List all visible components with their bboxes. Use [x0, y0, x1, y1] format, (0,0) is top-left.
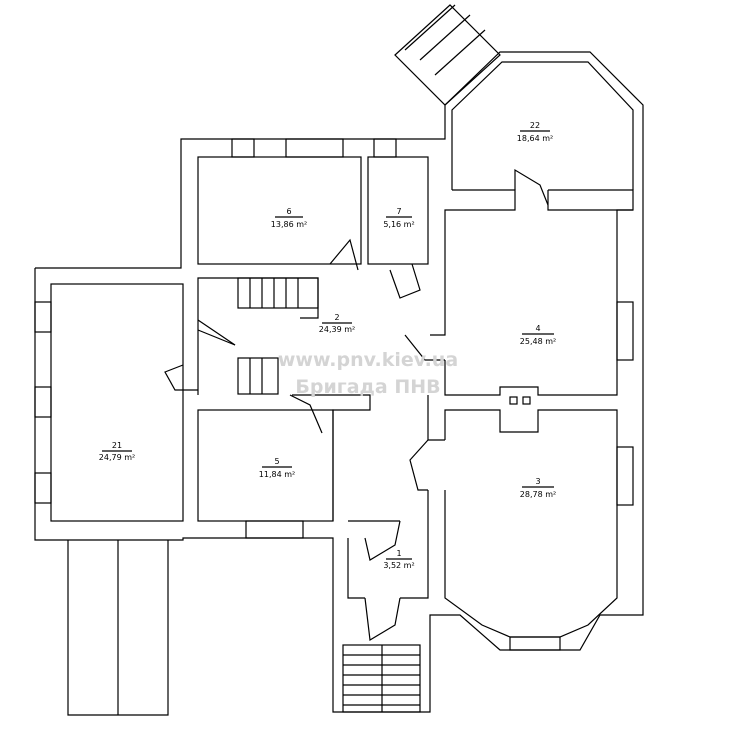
interior-stairs: [197, 277, 319, 395]
outdoor-stairs-top: [394, 4, 501, 106]
room-label-6: 6 13,86 m²: [271, 207, 307, 229]
room-label-3: 3 28,78 m²: [520, 477, 556, 499]
room-label-22: 22 18,64 m²: [517, 121, 553, 143]
room-1-wall: [347, 538, 365, 599]
room-label-7: 7 5,16 m²: [383, 207, 414, 229]
room-label-5: 5 11,84 m²: [259, 457, 295, 479]
vent: [522, 396, 531, 405]
svg-text:5,16 m²: 5,16 m²: [383, 220, 414, 229]
room-4-wall: [444, 209, 633, 396]
room-3-wall: [444, 409, 618, 638]
wall: [430, 189, 516, 336]
room-22-wall: [451, 61, 634, 190]
svg-text:22: 22: [530, 121, 540, 130]
watermark-url: www.pnv.kiev.ua: [278, 349, 458, 371]
room-label-2: 2 24,39 m²: [319, 313, 355, 334]
room-6-wall: [197, 156, 362, 265]
outer-wall: [34, 51, 644, 713]
wall: [400, 490, 429, 599]
windows: [34, 138, 634, 651]
svg-text:11,84 m²: 11,84 m²: [259, 470, 295, 479]
porch: [67, 540, 421, 716]
room-5-wall: [197, 409, 334, 522]
svg-text:25,48 m²: 25,48 m²: [520, 337, 556, 346]
wall: [427, 395, 445, 441]
wall: [292, 394, 371, 521]
svg-text:28,78 m²: 28,78 m²: [520, 490, 556, 499]
svg-text:7: 7: [396, 207, 401, 216]
watermark-name: Бригада ПНВ: [295, 376, 440, 398]
svg-text:5: 5: [274, 457, 279, 466]
svg-text:4: 4: [535, 324, 540, 333]
svg-text:24,39 m²: 24,39 m²: [319, 325, 355, 334]
room-7-wall: [367, 156, 429, 265]
svg-text:3: 3: [535, 477, 540, 486]
vent: [509, 396, 518, 405]
room-21-wall: [50, 283, 184, 522]
svg-text:21: 21: [112, 441, 122, 450]
svg-text:18,64 m²: 18,64 m²: [517, 134, 553, 143]
svg-text:24,79 m²: 24,79 m²: [99, 453, 135, 462]
svg-text:3,52 m²: 3,52 m²: [383, 561, 414, 570]
svg-text:1: 1: [396, 549, 401, 558]
svg-text:13,86 m²: 13,86 m²: [271, 220, 307, 229]
wall: [547, 189, 634, 211]
room-label-1: 1 3,52 m²: [383, 549, 414, 570]
doors: [164, 168, 549, 641]
svg-text:6: 6: [286, 207, 291, 216]
svg-text:2: 2: [334, 313, 339, 322]
room-label-21: 21 24,79 m²: [99, 441, 135, 462]
room-label-4: 4 25,48 m²: [520, 324, 556, 346]
